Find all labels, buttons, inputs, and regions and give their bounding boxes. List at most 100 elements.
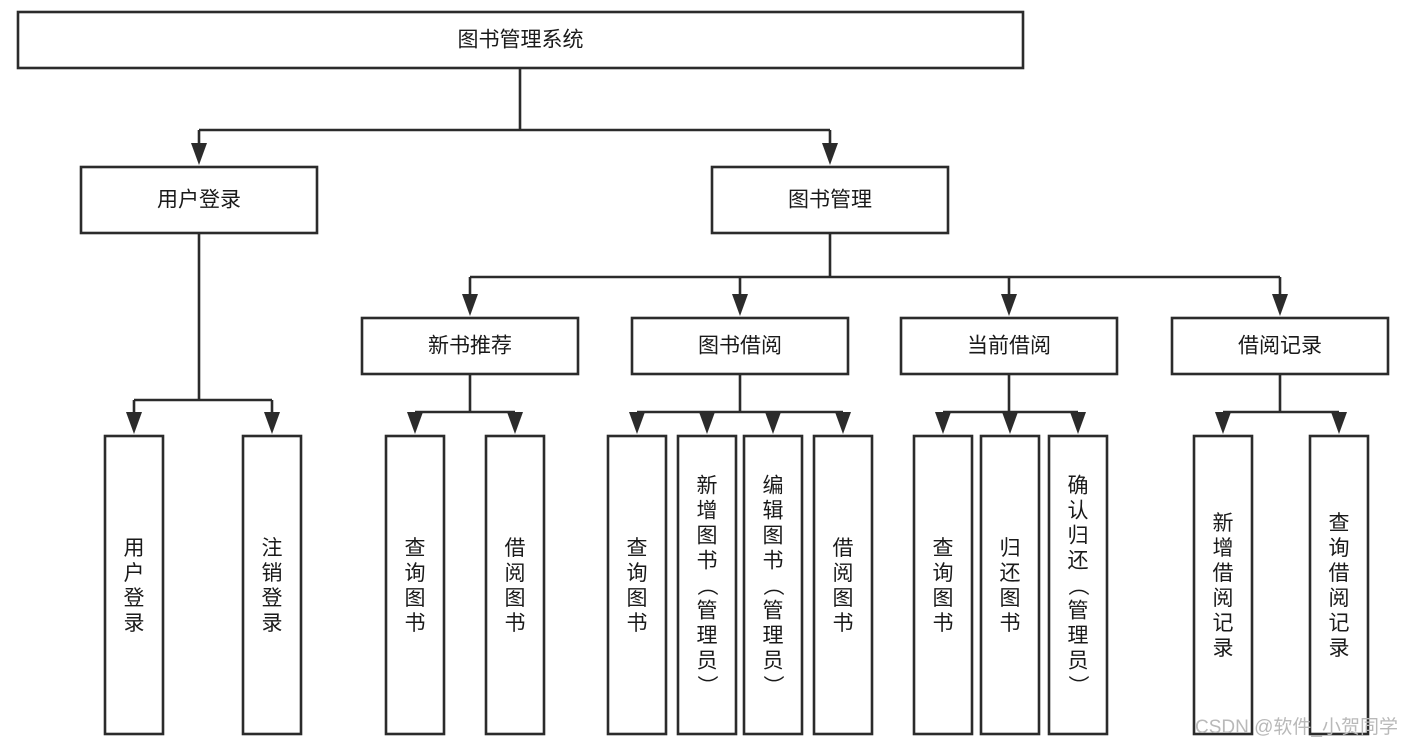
node-box-user-login-do bbox=[103, 434, 165, 736]
csdn-watermark: CSDN @软件_小贺同学 bbox=[1195, 716, 1398, 738]
node-new-book-recommend[interactable]: 新书推荐 bbox=[360, 316, 580, 376]
node-label-char-user-login-do: 用 bbox=[124, 537, 145, 560]
node-label-char-borrow-edit-book: 书 bbox=[763, 550, 784, 573]
node-label-char-current-confirm-return: 管 bbox=[1068, 600, 1089, 623]
arrow-head-icon bbox=[1001, 294, 1017, 316]
node-label-char-current-return-book: 还 bbox=[1000, 562, 1021, 585]
node-label-char-user-logout: 注 bbox=[262, 537, 283, 560]
arrow-head-icon bbox=[462, 294, 478, 316]
node-label-char-borrow-add-book: 书 bbox=[697, 550, 718, 573]
node-label-char-borrow-borrow-book: 阅 bbox=[833, 562, 854, 585]
node-label-char-records-query: 录 bbox=[1329, 637, 1350, 660]
arrow-head-icon bbox=[1215, 412, 1231, 434]
node-borrow-records[interactable]: 借阅记录 bbox=[1170, 316, 1390, 376]
node-current-borrow[interactable]: 当前借阅 bbox=[899, 316, 1119, 376]
node-box-book-management bbox=[710, 165, 950, 235]
arrow-head-icon bbox=[1002, 412, 1018, 434]
node-box-records-add bbox=[1192, 434, 1254, 736]
connector-group bbox=[1215, 374, 1347, 434]
arrow-head-icon bbox=[264, 412, 280, 434]
connector-group bbox=[126, 233, 280, 434]
node-label-char-borrow-edit-book: 理 bbox=[763, 625, 784, 648]
node-label-char-user-logout: 销 bbox=[262, 562, 283, 585]
arrow-head-icon bbox=[765, 412, 781, 434]
node-label-book-management: 图书管理 bbox=[788, 189, 872, 212]
node-label-char-borrow-edit-book: 图 bbox=[763, 525, 784, 548]
arrow-head-icon bbox=[835, 412, 851, 434]
node-label-char-current-query-book: 查 bbox=[933, 537, 954, 560]
connector-group bbox=[935, 374, 1086, 434]
node-label-char-recommend-borrow-book: 书 bbox=[505, 612, 526, 635]
arrow-head-icon bbox=[732, 294, 748, 316]
node-box-recommend-query-book bbox=[384, 434, 446, 736]
node-label-char-user-login-do: 登 bbox=[124, 587, 145, 610]
node-box-new-book-recommend bbox=[360, 316, 580, 376]
node-label-char-current-confirm-return: 归 bbox=[1068, 525, 1089, 548]
node-label-char-current-return-book: 归 bbox=[1000, 537, 1021, 560]
arrow-head-icon bbox=[935, 412, 951, 434]
node-label-char-records-add: 阅 bbox=[1213, 587, 1234, 610]
node-label-char-recommend-borrow-book: 图 bbox=[505, 587, 526, 610]
node-label-char-records-query: 查 bbox=[1329, 512, 1350, 535]
node-box-current-return-book bbox=[979, 434, 1041, 736]
node-label-char-borrow-query-book: 查 bbox=[627, 537, 648, 560]
arrow-head-icon bbox=[191, 143, 207, 165]
node-user-login-do[interactable]: 用户登录 bbox=[103, 434, 165, 736]
arrow-head-icon bbox=[1070, 412, 1086, 434]
connector-group bbox=[191, 68, 838, 165]
node-label-char-borrow-add-book: 增 bbox=[697, 500, 718, 523]
node-box-borrow-borrow-book bbox=[812, 434, 874, 736]
node-label-char-recommend-borrow-book: 借 bbox=[505, 537, 526, 560]
node-label-char-records-add: 新 bbox=[1213, 512, 1234, 535]
node-label-char-current-return-book: 书 bbox=[1000, 612, 1021, 635]
node-label-char-records-add: 增 bbox=[1213, 537, 1234, 560]
node-label-char-borrow-edit-book: 员 bbox=[763, 650, 784, 673]
node-box-book-borrow bbox=[630, 316, 850, 376]
node-book-borrow[interactable]: 图书借阅 bbox=[630, 316, 850, 376]
node-label-char-records-query: 记 bbox=[1329, 612, 1350, 635]
arrow-head-icon bbox=[699, 412, 715, 434]
node-label-char-records-add: 录 bbox=[1213, 637, 1234, 660]
node-user-login[interactable]: 用户登录 bbox=[79, 165, 319, 235]
node-label-char-borrow-query-book: 询 bbox=[627, 562, 648, 585]
connector-layer bbox=[126, 68, 1347, 434]
node-label-char-borrow-add-book: 员 bbox=[697, 650, 718, 673]
node-label-char-user-login-do: 录 bbox=[124, 612, 145, 635]
node-box-recommend-borrow-book bbox=[484, 434, 546, 736]
node-label-char-borrow-add-book: 理 bbox=[697, 625, 718, 648]
node-label-char-records-add: 借 bbox=[1213, 562, 1234, 585]
arrow-head-icon bbox=[822, 143, 838, 165]
node-label-char-current-query-book: 询 bbox=[933, 562, 954, 585]
node-book-management[interactable]: 图书管理 bbox=[710, 165, 950, 235]
node-label-char-borrow-edit-book: 编 bbox=[763, 475, 784, 498]
node-label-user-login: 用户登录 bbox=[157, 189, 241, 212]
node-box-current-confirm-return bbox=[1047, 434, 1109, 736]
node-box-borrow-edit-book bbox=[742, 434, 804, 736]
node-label-char-current-confirm-return: 还 bbox=[1068, 550, 1089, 573]
node-label-char-records-query: 询 bbox=[1329, 537, 1350, 560]
node-label-char-current-confirm-return: ） bbox=[1066, 675, 1089, 696]
node-label-char-user-login-do: 户 bbox=[124, 562, 145, 585]
node-label-char-borrow-query-book: 书 bbox=[627, 612, 648, 635]
node-box-root bbox=[16, 10, 1025, 70]
node-label-char-current-confirm-return: 理 bbox=[1068, 625, 1089, 648]
node-label-char-borrow-add-book: 图 bbox=[697, 525, 718, 548]
arrow-head-icon bbox=[507, 412, 523, 434]
node-label-root: 图书管理系统 bbox=[458, 29, 584, 52]
node-root[interactable]: 图书管理系统 bbox=[16, 10, 1025, 70]
node-box-current-borrow bbox=[899, 316, 1119, 376]
node-label-char-current-confirm-return: 认 bbox=[1068, 500, 1089, 523]
arrow-head-icon bbox=[1272, 294, 1288, 316]
